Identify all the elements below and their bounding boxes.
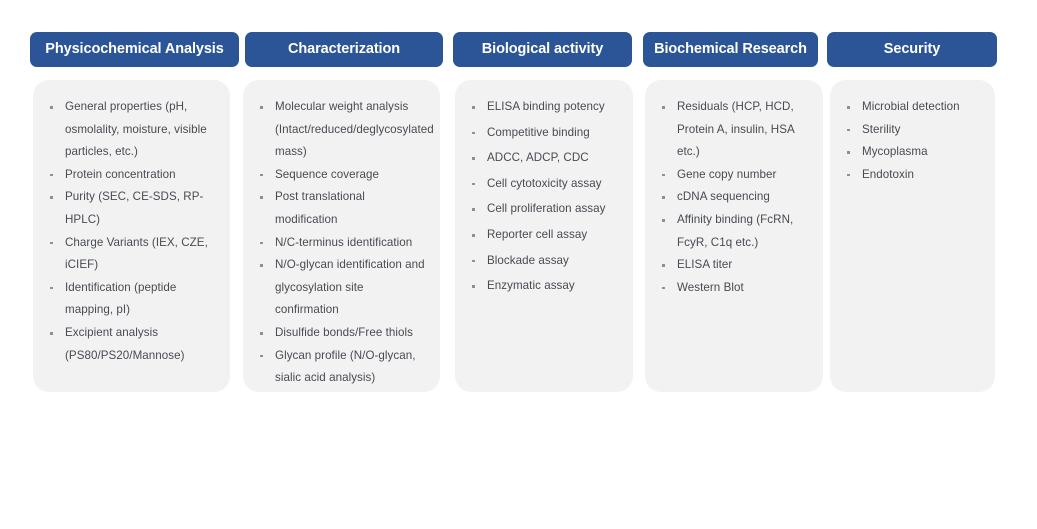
list-item: cDNA sequencing xyxy=(655,186,813,209)
column-card-security: Microbial detection Sterility Mycoplasma… xyxy=(830,80,995,392)
list-item: Competitive binding xyxy=(465,122,623,145)
column-header-biochemical-research[interactable]: Biochemical Research xyxy=(643,32,818,67)
bullet-list: General properties (pH, osmolality, mois… xyxy=(43,96,220,367)
list-item: Microbial detection xyxy=(840,96,985,119)
list-item: Post translational modification xyxy=(253,186,430,231)
list-item: Purity (SEC, CE-SDS, RP-HPLC) xyxy=(43,186,220,231)
list-item: Molecular weight analysis (Intact/reduce… xyxy=(253,96,434,164)
list-item: Identification (peptide mapping, pI) xyxy=(43,277,220,322)
column-header-characterization[interactable]: Characterization xyxy=(245,32,443,67)
bullet-list: Residuals (HCP, HCD, Protein A, insulin,… xyxy=(655,96,813,299)
list-item: Enzymatic assay xyxy=(465,275,623,298)
column-title: Physicochemical Analysis xyxy=(45,41,224,58)
list-item: Endotoxin xyxy=(840,164,985,187)
list-item: Disulfide bonds/Free thiols xyxy=(253,322,430,345)
list-item: ADCC, ADCP, CDC xyxy=(465,147,623,170)
bullet-list: Microbial detection Sterility Mycoplasma… xyxy=(840,96,985,186)
list-item: Affinity binding (FcRN, FcyR, C1q etc.) xyxy=(655,209,813,254)
column-title: Security xyxy=(883,41,941,58)
list-item: Excipient analysis (PS80/PS20/Mannose) xyxy=(43,322,220,367)
list-item: Residuals (HCP, HCD, Protein A, insulin,… xyxy=(655,96,813,164)
list-item: Glycan profile (N/O-glycan, sialic acid … xyxy=(253,345,430,390)
list-item: Reporter cell assay xyxy=(465,224,623,247)
column-card-characterization: Molecular weight analysis (Intact/reduce… xyxy=(243,80,440,392)
column-card-physicochemical-analysis: General properties (pH, osmolality, mois… xyxy=(33,80,230,392)
list-item: Protein concentration xyxy=(43,164,220,187)
list-item: General properties (pH, osmolality, mois… xyxy=(43,96,220,164)
list-item: Gene copy number xyxy=(655,164,813,187)
column-header-security[interactable]: Security xyxy=(827,32,997,67)
column-title: Biochemical Research xyxy=(654,41,807,58)
list-item: Blockade assay xyxy=(465,250,623,273)
list-item: Western Blot xyxy=(655,277,813,300)
bullet-list: Molecular weight analysis (Intact/reduce… xyxy=(253,96,434,390)
list-item: ELISA titer xyxy=(655,254,813,277)
list-item: Cell proliferation assay xyxy=(465,198,623,221)
bullet-list: ELISA binding potency Competitive bindin… xyxy=(465,96,623,298)
list-item: Cell cytotoxicity assay xyxy=(465,173,623,196)
column-header-biological-activity[interactable]: Biological activity xyxy=(453,32,632,67)
column-card-biochemical-research: Residuals (HCP, HCD, Protein A, insulin,… xyxy=(645,80,823,392)
list-item: Charge Variants (IEX, CZE, iCIEF) xyxy=(43,232,220,277)
list-item: Mycoplasma xyxy=(840,141,985,164)
column-title: Characterization xyxy=(287,41,400,58)
column-card-biological-activity: ELISA binding potency Competitive bindin… xyxy=(455,80,633,392)
list-item: N/C-terminus identification xyxy=(253,232,430,255)
list-item: Sequence coverage xyxy=(253,164,430,187)
list-item: Sterility xyxy=(840,119,985,142)
column-title: Biological activity xyxy=(481,41,604,58)
list-item: ELISA binding potency xyxy=(465,96,623,119)
column-header-physicochemical-analysis[interactable]: Physicochemical Analysis xyxy=(30,32,239,67)
list-item: N/O-glycan identification and glycosylat… xyxy=(253,254,430,322)
